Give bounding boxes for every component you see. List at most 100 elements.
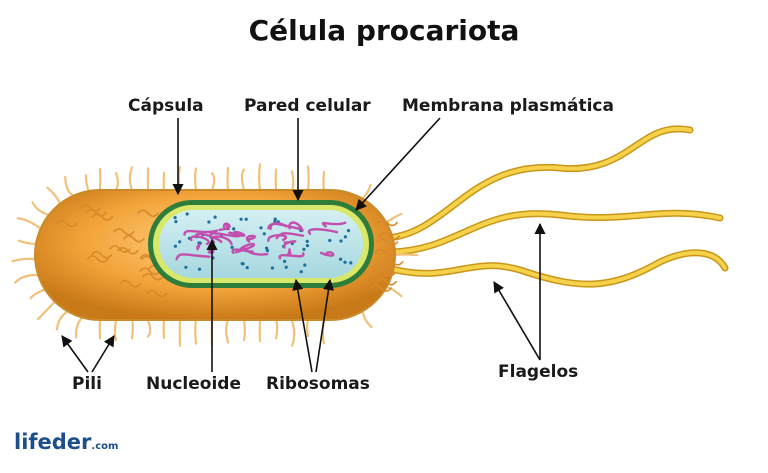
pilus bbox=[146, 318, 152, 338]
capsule-squiggle bbox=[85, 208, 107, 217]
pilus bbox=[274, 318, 279, 340]
lifeder-logo: lifeder.com bbox=[14, 430, 118, 454]
dna-strand bbox=[288, 221, 304, 232]
pili bbox=[11, 163, 419, 347]
ribosome bbox=[197, 267, 202, 271]
pilus bbox=[128, 166, 134, 192]
pilus bbox=[240, 168, 246, 192]
ribosome bbox=[230, 245, 234, 249]
pilus bbox=[225, 318, 230, 344]
pilus bbox=[17, 239, 38, 245]
label-cell-wall: Pared celular bbox=[244, 96, 371, 116]
label-ribosomes: Ribosomas bbox=[266, 374, 370, 394]
capsule-squiggle bbox=[79, 204, 102, 212]
dna-strand bbox=[319, 251, 335, 257]
pilus bbox=[46, 186, 62, 205]
pilus bbox=[16, 217, 42, 230]
arrow-ribosome-1 bbox=[292, 278, 313, 373]
ribosome bbox=[240, 262, 244, 266]
ribosome bbox=[262, 232, 266, 236]
flagella bbox=[384, 125, 729, 288]
ribosome bbox=[283, 259, 287, 263]
pilus bbox=[177, 166, 182, 192]
dna-strand bbox=[228, 230, 246, 237]
capsule-squiggle bbox=[376, 238, 399, 246]
pilus bbox=[361, 183, 372, 200]
pilus bbox=[322, 170, 326, 192]
arrow-ribosome-2 bbox=[315, 278, 335, 373]
pilus bbox=[393, 253, 419, 257]
diagram-title: Célula procariota bbox=[248, 14, 520, 47]
dna-strand bbox=[275, 232, 305, 240]
ribosome bbox=[184, 265, 188, 269]
ribosome bbox=[303, 263, 307, 267]
dna-strand bbox=[218, 222, 230, 232]
pilus bbox=[114, 172, 119, 192]
ribosome bbox=[207, 220, 211, 224]
ribosomes bbox=[173, 212, 353, 274]
capsule-squiggle bbox=[381, 258, 404, 266]
pointer-arrows bbox=[61, 117, 546, 373]
dna-strand bbox=[269, 222, 288, 231]
ribosome bbox=[213, 215, 217, 219]
ribosome bbox=[343, 260, 347, 264]
pilus bbox=[258, 163, 262, 192]
dna-strand bbox=[283, 240, 297, 249]
dna-strand bbox=[267, 234, 287, 242]
ribosome bbox=[259, 226, 263, 230]
label-pili: Pili bbox=[72, 374, 102, 394]
capsule-squiggle bbox=[374, 248, 396, 257]
label-nucleoid: Nucleoide bbox=[146, 374, 241, 394]
ribosome bbox=[244, 217, 248, 221]
ribosome bbox=[173, 244, 177, 248]
arrow-pili-2 bbox=[91, 335, 115, 373]
pilus bbox=[385, 212, 403, 224]
capsule-squiggle bbox=[376, 218, 398, 227]
pilus bbox=[361, 310, 373, 329]
dna-strand bbox=[183, 229, 219, 236]
capsule-squiggle bbox=[370, 284, 392, 292]
ribosome bbox=[239, 217, 243, 221]
dna-strand bbox=[194, 232, 223, 243]
dna-strand bbox=[286, 248, 292, 257]
capsule-squiggle bbox=[113, 228, 135, 236]
ribosome bbox=[305, 239, 309, 243]
ribosome bbox=[302, 247, 306, 251]
pilus bbox=[194, 167, 198, 192]
pilus bbox=[36, 300, 56, 321]
label-capsule: Cápsula bbox=[128, 96, 204, 116]
flagellum-2 bbox=[388, 209, 724, 256]
pilus bbox=[210, 172, 216, 192]
dna-strand bbox=[321, 221, 347, 228]
label-plasma-membrane: Membrana plasmática bbox=[402, 96, 614, 116]
capsule-squiggle bbox=[139, 267, 161, 275]
capsule-squiggle bbox=[119, 279, 142, 288]
pilus bbox=[14, 273, 40, 284]
arrow-pili-1 bbox=[61, 335, 89, 373]
pilus bbox=[290, 170, 295, 192]
dna-strand bbox=[231, 248, 254, 255]
capsule-squiggle bbox=[90, 251, 113, 259]
dna-strand bbox=[175, 253, 211, 261]
ribosome bbox=[349, 261, 353, 265]
pilus bbox=[242, 318, 246, 342]
ribosome bbox=[174, 220, 178, 224]
pilus bbox=[226, 166, 230, 192]
ribosome bbox=[305, 244, 310, 248]
dna-strand bbox=[278, 252, 305, 260]
pilus bbox=[130, 318, 134, 340]
pilus bbox=[74, 316, 84, 339]
dna-strand bbox=[245, 234, 257, 243]
ribosome bbox=[299, 270, 303, 274]
ribosome bbox=[328, 238, 332, 243]
ribosome bbox=[265, 249, 270, 253]
pilus bbox=[11, 257, 37, 263]
capsule-squiggle bbox=[145, 289, 168, 298]
logo-suffix: .com bbox=[91, 441, 119, 452]
arrow-flagella-1 bbox=[493, 281, 541, 361]
ribosome bbox=[232, 227, 236, 231]
flagellum-1-core bbox=[386, 126, 692, 240]
dna-strand bbox=[196, 243, 201, 251]
pilus bbox=[385, 286, 403, 298]
